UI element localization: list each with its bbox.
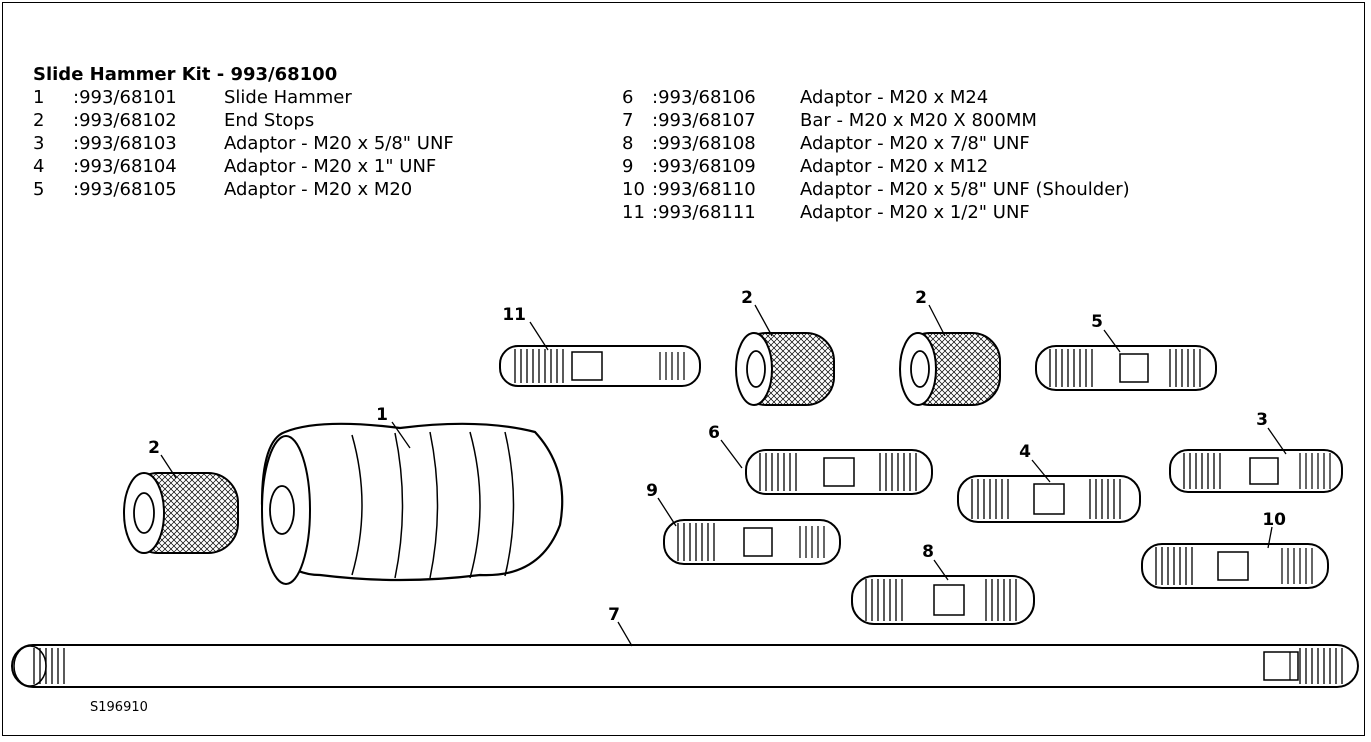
part-description: Adaptor - M20 x 7/8" UNF — [800, 133, 1030, 154]
part-row: 1 :993/68101 Slide Hammer — [33, 86, 593, 109]
part-number: 7 — [622, 110, 634, 131]
part-row: 10 :993/68110 Adaptor - M20 x 5/8" UNF (Sh… — [622, 178, 1282, 201]
part-number: 3 — [33, 133, 45, 154]
part-row: 3 :993/68103 Adaptor - M20 x 5/8" UNF — [33, 132, 593, 155]
callout-9: 9 — [646, 481, 658, 501]
adaptor-part-10 — [1141, 543, 1329, 589]
part-description: Adaptor - M20 x 1/2" UNF — [800, 202, 1030, 223]
end-stop-part-2-left — [123, 472, 239, 554]
kit-title: Slide Hammer Kit - 993/68100 — [33, 64, 338, 85]
part-number: 9 — [622, 156, 634, 177]
part-description: Adaptor - M20 x M20 — [224, 179, 413, 200]
part-code: :993/68106 — [652, 87, 756, 108]
part-number: 11 — [622, 202, 645, 223]
bar-part-7 — [11, 644, 1359, 688]
part-code: :993/68111 — [652, 202, 756, 223]
part-number: 8 — [622, 133, 634, 154]
callout-7: 7 — [608, 605, 620, 625]
callout-3: 3 — [1256, 410, 1268, 430]
part-code: :993/68108 — [652, 133, 756, 154]
adaptor-part-9 — [663, 519, 841, 565]
part-row: 5 :993/68105 Adaptor - M20 x M20 — [33, 178, 593, 201]
part-row: 8 :993/68108 Adaptor - M20 x 7/8" UNF — [622, 132, 1282, 155]
callout-10: 10 — [1262, 510, 1286, 530]
callout-2-left: 2 — [148, 438, 160, 458]
callout-1: 1 — [376, 405, 388, 425]
adaptor-part-11 — [499, 345, 701, 387]
callout-2-top-right: 2 — [915, 288, 927, 308]
part-description: End Stops — [224, 110, 315, 131]
end-stop-part-2-top-right — [899, 332, 1001, 406]
callout-5: 5 — [1091, 312, 1103, 332]
part-code: :993/68110 — [652, 179, 756, 200]
part-number: 6 — [622, 87, 634, 108]
slide-hammer-part-1 — [260, 422, 564, 585]
adaptor-part-4 — [957, 475, 1141, 523]
part-row: 2 :993/68102 End Stops — [33, 109, 593, 132]
callout-11: 11 — [502, 305, 526, 325]
part-code: :993/68101 — [73, 87, 177, 108]
part-row: 6 :993/68106 Adaptor - M20 x M24 — [622, 86, 1282, 109]
part-description: Slide Hammer — [224, 87, 352, 108]
part-row: 9 :993/68109 Adaptor - M20 x M12 — [622, 155, 1282, 178]
part-description: Bar - M20 x M20 X 800MM — [800, 110, 1037, 131]
part-number: 2 — [33, 110, 45, 131]
part-description: Adaptor - M20 x 5/8" UNF — [224, 133, 454, 154]
callout-8: 8 — [922, 542, 934, 562]
callout-labels: 11 2 2 5 1 2 6 4 3 9 10 8 7 — [148, 288, 1286, 625]
part-row: 4 :993/68104 Adaptor - M20 x 1" UNF — [33, 155, 593, 178]
adaptor-part-5 — [1035, 345, 1217, 391]
callout-6: 6 — [708, 423, 720, 443]
part-number: 10 — [622, 179, 645, 200]
part-row: 11 :993/68111 Adaptor - M20 x 1/2" UNF — [622, 201, 1282, 224]
part-description: Adaptor - M20 x M24 — [800, 87, 989, 108]
part-code: :993/68109 — [652, 156, 756, 177]
end-stop-part-2-top-middle — [735, 332, 835, 406]
part-code: :993/68105 — [73, 179, 177, 200]
adaptor-part-6 — [745, 449, 933, 495]
adaptor-part-8 — [851, 575, 1035, 625]
callout-leaders — [160, 304, 1287, 647]
part-code: :993/68102 — [73, 110, 177, 131]
part-number: 4 — [33, 156, 45, 177]
part-row: 7 :993/68107 Bar - M20 x M20 X 800MM — [622, 109, 1282, 132]
part-code: :993/68107 — [652, 110, 756, 131]
figure-reference: S196910 — [90, 700, 148, 715]
part-description: Adaptor - M20 x 5/8" UNF (Shoulder) — [800, 179, 1130, 200]
parts-list-left: 1 :993/68101 Slide Hammer 2 :993/68102 End S… — [33, 86, 593, 201]
part-number: 5 — [33, 179, 45, 200]
adaptor-part-3 — [1169, 449, 1343, 493]
part-description: Adaptor - M20 x M12 — [800, 156, 989, 177]
part-code: :993/68104 — [73, 156, 177, 177]
part-description: Adaptor - M20 x 1" UNF — [224, 156, 437, 177]
part-number: 1 — [33, 87, 45, 108]
callout-4: 4 — [1019, 442, 1031, 462]
parts-list-right: 6 :993/68106 Adaptor - M20 x M24 7 :993/681… — [622, 86, 1282, 224]
part-code: :993/68103 — [73, 133, 177, 154]
callout-2-top-middle: 2 — [741, 288, 753, 308]
